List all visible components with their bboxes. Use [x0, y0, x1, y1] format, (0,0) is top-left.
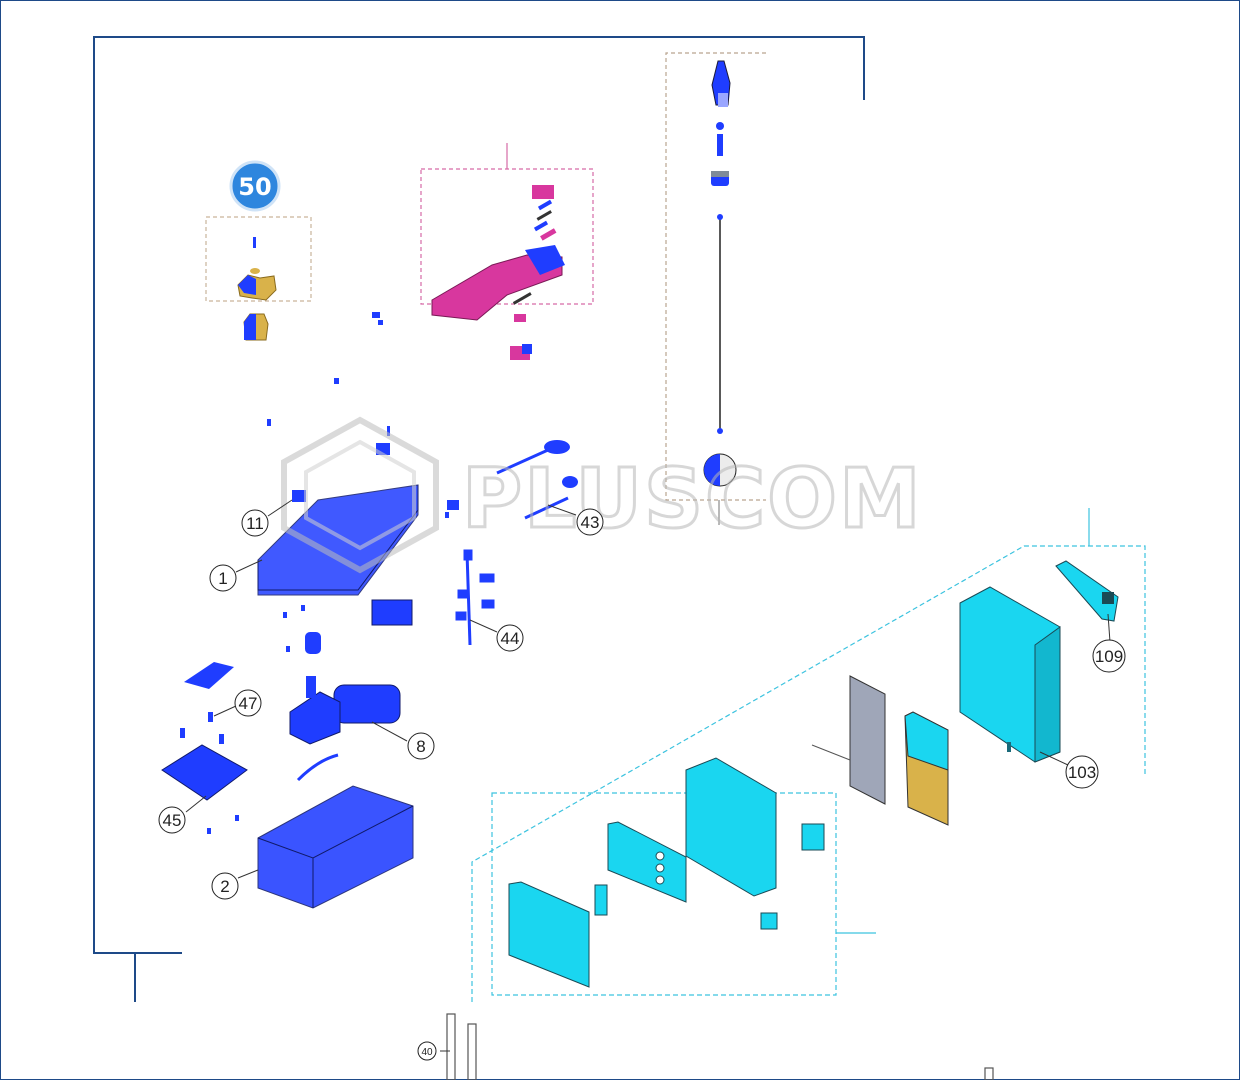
part-109-cover: [1055, 560, 1119, 622]
callout-44: 44: [496, 624, 524, 652]
part-44-harness: [455, 549, 495, 646]
callout-45-label: 45: [163, 811, 182, 830]
callout-47-label: 47: [239, 694, 258, 713]
callout-1-label: 1: [218, 569, 227, 588]
assembly-frame: [93, 36, 865, 1002]
callout-103-label: 103: [1068, 763, 1096, 782]
part-brackets: [161, 662, 248, 801]
part-front-panels: [508, 757, 825, 988]
callout-109: 109: [1092, 639, 1126, 673]
part-circuit-board: [811, 675, 949, 826]
badge-icon: 50: [229, 160, 281, 212]
part-rod-group: [703, 60, 737, 487]
callout-47: 47: [234, 689, 262, 717]
callout-43: 43: [576, 508, 604, 536]
watermark-text: PLUSCOM: [462, 452, 923, 547]
part-8-motor: [289, 676, 401, 782]
part-40-rails: [446, 1013, 994, 1080]
part-small-fasteners: [180, 312, 459, 834]
callout-leader-lines: [185, 499, 1111, 1052]
part-50-group: [237, 237, 277, 341]
pluscom-logo-icon: [281, 416, 439, 574]
part-2-tray: [257, 785, 414, 909]
callout-8-label: 8: [416, 737, 425, 756]
callout-1: 1: [209, 564, 237, 592]
callout-103: 103: [1065, 755, 1099, 789]
callout-45: 45: [158, 806, 186, 834]
part-pink-assembly: [431, 185, 565, 360]
part-103-enclosure: [959, 586, 1061, 763]
callout-11-label: 11: [246, 514, 264, 533]
dashed-group-boxes: [205, 52, 1146, 1002]
callout-43-label: 43: [581, 513, 600, 532]
part-spring: [305, 632, 321, 654]
callout-44-label: 44: [501, 629, 520, 648]
callout-11: 11: [241, 509, 269, 537]
part-43-wand: [496, 440, 578, 520]
callout-109-label: 109: [1095, 647, 1123, 666]
callout-8: 8: [407, 732, 435, 760]
part-1-housing: [257, 484, 419, 626]
callout-2: 2: [211, 872, 239, 900]
callout-40: 40: [417, 1041, 437, 1061]
callout-2-label: 2: [220, 877, 229, 896]
callout-40-label: 40: [421, 1047, 433, 1058]
badge-label: 50: [238, 173, 271, 201]
